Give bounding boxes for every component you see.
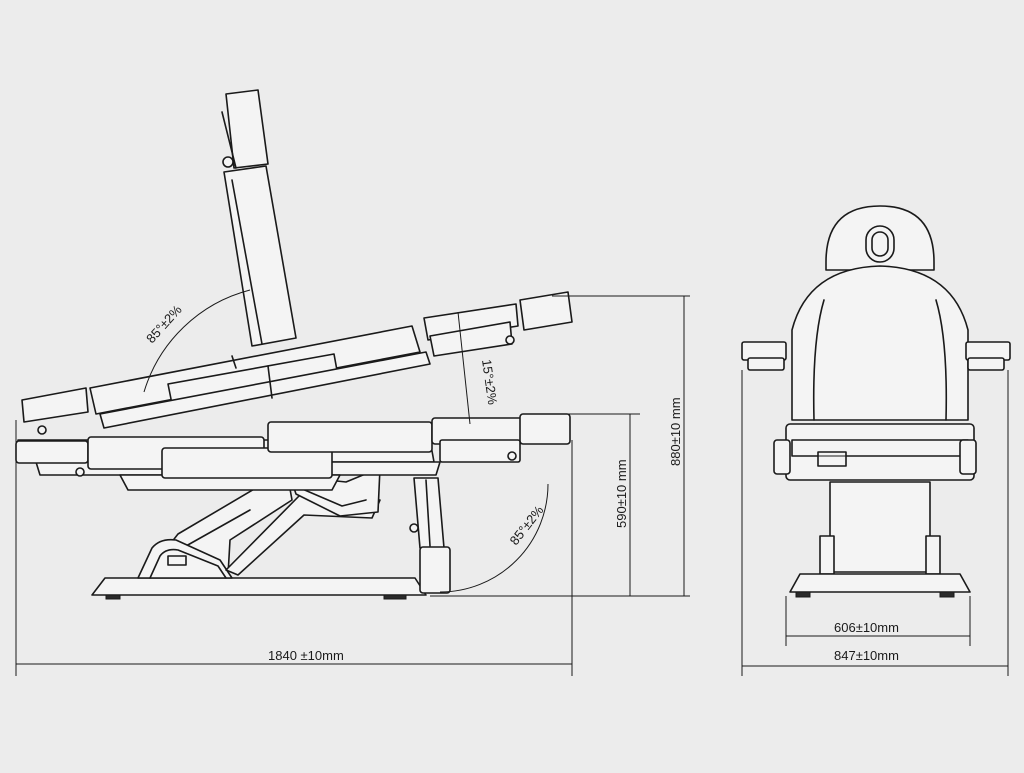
side-view: 85°±2% 15°±2% 85°±2% 590±10 mm 880±10 mm…: [15, 89, 690, 676]
side-base-plate: [91, 577, 427, 600]
side-leg-rest: [409, 477, 451, 594]
length-label: 1840 ±10mm: [268, 648, 344, 663]
front-seat-frame: [773, 423, 977, 481]
leg-angle-label: 85°±2%: [507, 502, 547, 548]
side-backrest: [221, 89, 297, 347]
side-lower-cushions: [15, 413, 571, 479]
front-backrest: [791, 265, 969, 421]
front-headrest: [825, 205, 935, 271]
front-column: [819, 481, 941, 575]
outer-width-label: 847±10mm: [834, 648, 899, 663]
front-view: 606±10mm 847±10mm: [741, 205, 1011, 676]
seat-height-label: 590±10 mm: [614, 459, 629, 528]
inner-width-label: 606±10mm: [834, 620, 899, 635]
front-dimension-lines: [741, 370, 1009, 676]
total-height-label: 880±10 mm: [668, 397, 683, 466]
side-angle-arcs: [143, 289, 549, 593]
front-base: [789, 573, 971, 598]
backrest-angle-label: 85°±2%: [143, 302, 185, 346]
tilt-angle-label: 15°±2%: [479, 358, 500, 406]
side-upper-tilted-cushions: [21, 291, 573, 435]
front-armrests: [741, 341, 1011, 371]
side-dimension-lines: [15, 295, 690, 676]
